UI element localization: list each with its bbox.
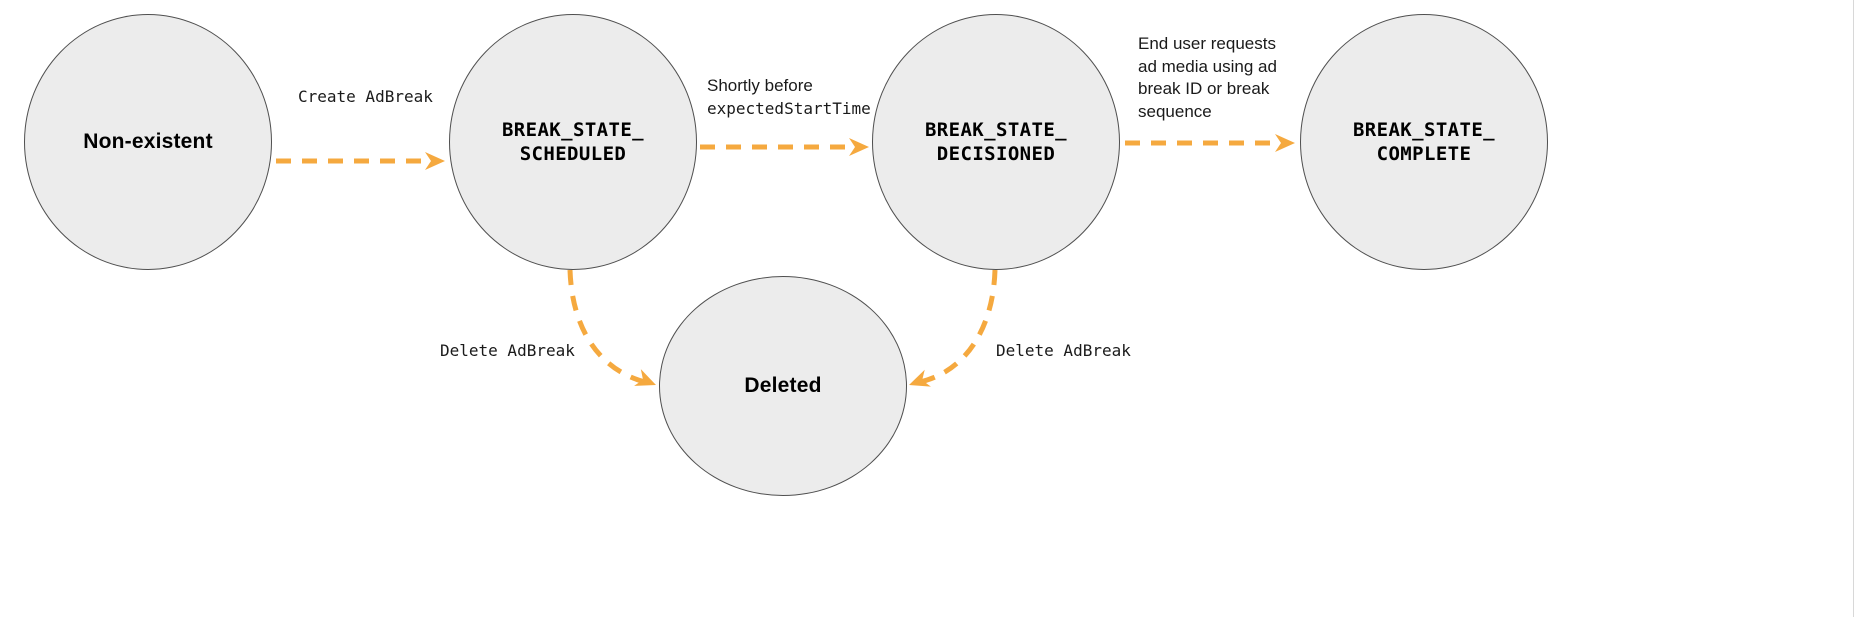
state-node-break-state-decisioned[interactable]: BREAK_STATE_ DECISIONED [872,14,1120,270]
state-node-label: BREAK_STATE_ COMPLETE [1352,118,1496,165]
transition-arrowhead-create-adbreak [425,152,445,170]
transition-label-scheduled-to-decisioned: Shortly before expectedStartTime [707,75,937,119]
transition-label-scheduled-to-deleted: Delete AdBreak [440,341,575,360]
state-node-label: Deleted [744,373,822,397]
state-node-label: Non-existent [83,129,213,153]
transition-label-decisioned-to-complete: End user requests ad media using ad brea… [1138,34,1277,121]
state-node-break-state-scheduled[interactable]: BREAK_STATE_ SCHEDULED [449,14,697,270]
state-node-non-existent[interactable]: Non-existent [24,14,272,270]
transition-arrowhead-decisioned-to-complete [1275,134,1295,152]
state-node-break-state-complete[interactable]: BREAK_STATE_ COMPLETE [1300,14,1548,270]
transition-label-line: expectedStartTime [707,98,871,118]
transition-edge-scheduled-to-deleted [567,269,646,385]
transition-arrowhead-scheduled-to-deleted [634,369,656,386]
transition-label-decisioned-to-deleted: Delete AdBreak [996,341,1131,360]
transition-arrowhead-scheduled-to-decisioned [849,138,869,156]
transition-edge-decisioned-to-deleted [919,269,998,385]
transition-label-line: Shortly before [707,76,813,95]
transition-arrowhead-decisioned-to-deleted [909,369,931,387]
right-edge-divider [1853,0,1854,617]
state-node-label: BREAK_STATE_ SCHEDULED [501,118,645,165]
transition-label-create-adbreak: Create AdBreak [298,87,433,106]
state-node-label: BREAK_STATE_ DECISIONED [924,118,1068,165]
state-node-deleted[interactable]: Deleted [659,276,907,496]
